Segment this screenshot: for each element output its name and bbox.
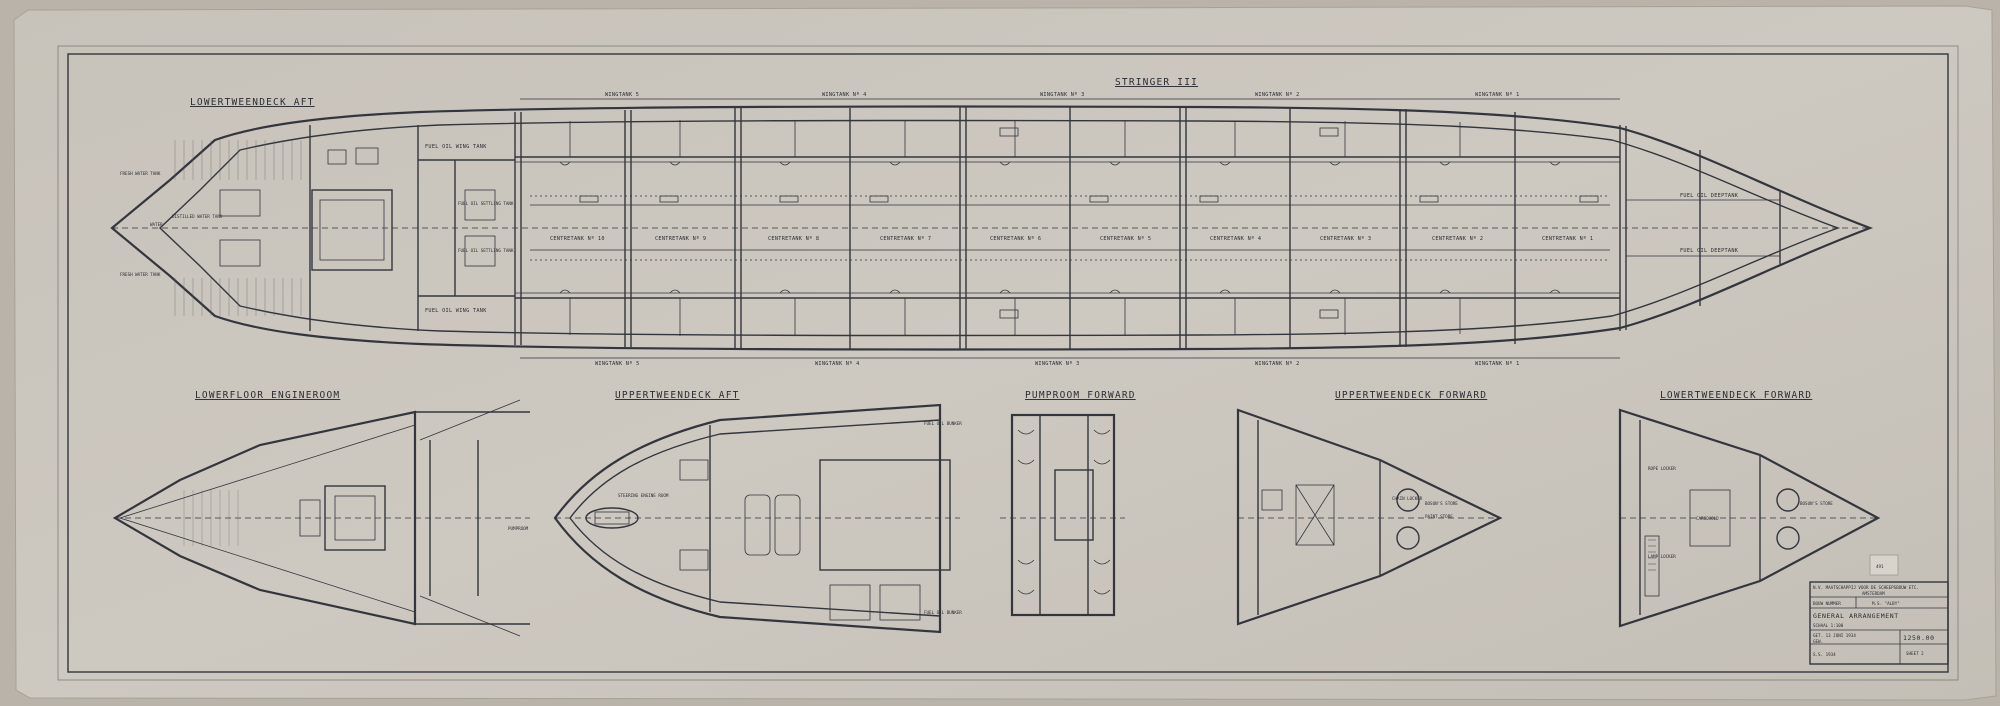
main-plan-stringer-iii: STRINGER III xyxy=(110,77,1874,367)
paint-store: PAINT STORE xyxy=(1425,514,1453,519)
view-title-upper-tweendeck-aft: UPPERTWEENDECK AFT xyxy=(615,390,740,401)
view-upper-tweendeck-aft xyxy=(553,403,960,634)
centretank-5: CENTRETANK Nº 5 xyxy=(1100,236,1151,242)
aft-settling-2: FUEL OIL SETTLING TANK xyxy=(458,248,514,253)
drawing-frame xyxy=(67,53,1949,673)
tb-line7: GEW. xyxy=(1813,639,1823,644)
tb-line3-left: BOUW NUMMER xyxy=(1813,601,1841,606)
aft-frame-hatch-bottom xyxy=(170,278,310,316)
view-title-lower-tweendeck-aft: LOWERTWEENDECK AFT xyxy=(190,97,315,108)
drawing-frame-outer xyxy=(57,45,1959,681)
bosun-store-1: BOSUN'S STORE xyxy=(1425,501,1458,506)
aft-fresh-water-bottom: FRESH WATER TANK xyxy=(120,272,161,277)
stamp-box xyxy=(1869,554,1899,576)
wingtank-bottom-2: WINGTANK Nº 2 xyxy=(1255,361,1300,367)
cargo-hold: CARGOHOLD xyxy=(1696,516,1719,521)
view-title-lower-tweendeck-forward: LOWERTWEENDECK FORWARD xyxy=(1660,390,1812,401)
tb-line6: GET. 13 JUNI 1934 xyxy=(1813,633,1856,638)
wingtank-bottom-4: WINGTANK Nº 4 xyxy=(815,361,860,367)
aft-settling-1: FUEL OIL SETTLING TANK xyxy=(458,201,514,206)
view-pumproom-forward xyxy=(1000,413,1125,617)
forward-deeptank-lines xyxy=(1626,150,1781,306)
bulkhead-corrugations xyxy=(559,161,1561,294)
centretank-6: CENTRETANK Nº 6 xyxy=(990,236,1041,242)
aft-section-lines xyxy=(309,125,515,331)
tb-line8: S.S. 1934 xyxy=(1813,652,1836,657)
title-block xyxy=(1809,581,1949,665)
view-upper-tweendeck-forward xyxy=(1236,408,1503,626)
aft-fuel-wing-top: FUEL OIL WING TANK xyxy=(425,144,487,150)
aft-frame-hatch-top xyxy=(170,140,310,180)
centretank-7: CENTRETANK Nº 7 xyxy=(880,236,931,242)
view-lower-floor-engineroom xyxy=(112,399,530,637)
centretank-4: CENTRETANK Nº 4 xyxy=(1210,236,1261,242)
view-title-pumproom-forward: PUMPROOM FORWARD xyxy=(1025,390,1136,401)
pumproom-label: PUMPROOM xyxy=(508,526,529,531)
tb-line5: SCHAAL 1:100 xyxy=(1813,623,1844,628)
lamp-locker: LAMP LOCKER xyxy=(1648,554,1676,559)
wingtank-top-5: WINGTANK 5 xyxy=(605,92,639,98)
main-hull-inner xyxy=(158,119,1841,337)
centretank-3: CENTRETANK Nº 3 xyxy=(1320,236,1371,242)
wingtank-bottom-3: WINGTANK Nº 3 xyxy=(1035,361,1080,367)
tb-line4: GENERAL ARRANGEMENT xyxy=(1813,612,1899,620)
tank-hatches xyxy=(579,127,1599,319)
centretank-10: CENTRETANK Nº 10 xyxy=(550,236,605,242)
fwd-deeptank-bottom: FUEL OIL DEEPTANK xyxy=(1680,248,1739,254)
steering-gear xyxy=(585,507,639,529)
fwd-deeptank-top: FUEL OIL DEEPTANK xyxy=(1680,193,1739,199)
aft-small-boxes xyxy=(219,147,496,267)
wingtank-top-1: WINGTANK Nº 1 xyxy=(1475,92,1520,98)
chain-locker: CHAIN LOCKER xyxy=(1392,496,1423,501)
centretank-1: CENTRETANK Nº 1 xyxy=(1542,236,1593,242)
tb-line1: N.V. MAATSCHAPPIJ VOOR DE SCHEEPSBOUW ET… xyxy=(1813,585,1919,590)
bosun-store-2: BOSUN'S STORE xyxy=(1800,501,1833,506)
view-title-upper-tweendeck-forward: UPPERTWEENDECK FORWARD xyxy=(1335,390,1487,401)
fuel-oil-bunker-1: FUEL OIL BUNKER xyxy=(924,421,962,426)
wingtank-top-4: WINGTANK Nº 4 xyxy=(822,92,867,98)
view-title-lower-floor-engineroom: LOWERFLOOR ENGINEROOM xyxy=(195,390,340,401)
stamp-number: 491 xyxy=(1876,564,1884,569)
tb-line2: AMSTERDAM xyxy=(1862,591,1885,596)
wingtank-top-3: WINGTANK Nº 3 xyxy=(1040,92,1085,98)
steering-engine-label: STEERING ENGINE ROOM xyxy=(618,493,669,498)
wingtank-bottom-5: WINGTANK Nº 5 xyxy=(595,361,640,367)
view-lower-tweendeck-forward xyxy=(1618,408,1881,628)
aft-distilled: DISTILLED WATER TANK xyxy=(172,214,223,219)
main-plan-title: STRINGER III xyxy=(1115,77,1198,88)
tb-line3-right: M.S. "ALBY" xyxy=(1872,601,1900,606)
tb-sheet-no: SHEET 2 xyxy=(1906,651,1924,656)
aft-water: WATER xyxy=(150,222,163,227)
paper-sheet xyxy=(13,5,1997,701)
transverse-bulkheads xyxy=(514,107,1627,349)
centretank-2: CENTRETANK Nº 2 xyxy=(1432,236,1483,242)
aft-fresh-water-top: FRESH WATER TANK xyxy=(120,171,161,176)
centretank-9: CENTRETANK Nº 9 xyxy=(655,236,706,242)
main-hull-outline xyxy=(110,105,1874,351)
fuel-oil-bunker-2: FUEL OIL BUNKER xyxy=(924,610,962,615)
rope-locker: ROPE LOCKER xyxy=(1648,466,1676,471)
wingtank-top-2: WINGTANK Nº 2 xyxy=(1255,92,1300,98)
centretank-8: CENTRETANK Nº 8 xyxy=(768,236,819,242)
aft-fuel-wing-bottom: FUEL OIL WING TANK xyxy=(425,308,487,314)
tb-number: 1250.00 xyxy=(1903,634,1935,642)
wingtank-bottom-1: WINGTANK Nº 1 xyxy=(1475,361,1520,367)
wing-web-frames xyxy=(569,120,1461,336)
